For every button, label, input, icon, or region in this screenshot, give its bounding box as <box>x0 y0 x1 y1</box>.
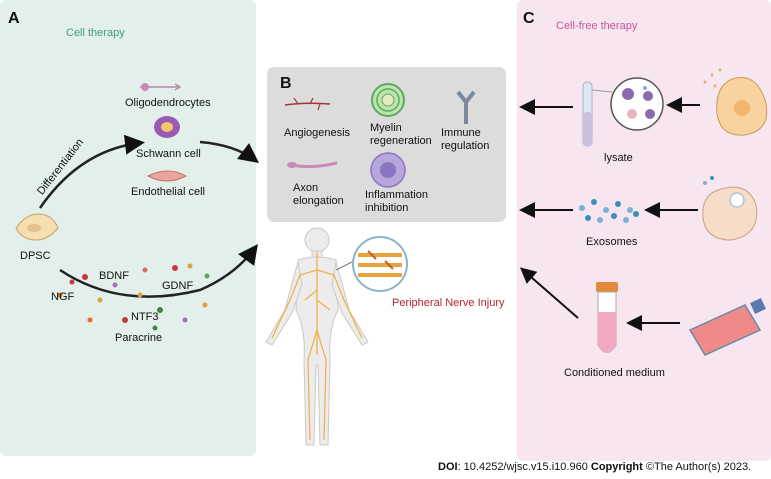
lysed-cell-icon <box>703 68 768 136</box>
exosomes-dots-icon <box>579 199 639 223</box>
lysate-label: lysate <box>604 152 633 164</box>
peripheral-nerve-injury-label: Peripheral Nerve Injury <box>392 297 505 309</box>
doi-value: : 10.4252/wjsc.v15.i10.960 <box>457 461 591 473</box>
paracrine-arrow <box>59 243 258 298</box>
dpsc-label: DPSC <box>20 250 51 262</box>
copyright-label: Copyright <box>590 461 643 473</box>
bdnf-label: BDNF <box>99 270 129 282</box>
schwann-to-b-arrow <box>199 140 260 163</box>
lysate-magnifier-icon <box>591 77 664 131</box>
immune-regulation-label: Immune regulation <box>441 127 490 152</box>
panel-b-letter: B <box>280 75 292 92</box>
nerve-lines <box>271 252 363 441</box>
paracrine-label: Paracrine <box>115 332 163 344</box>
immune-regulation-icon <box>456 90 476 124</box>
ntf3-label: NTF3 <box>131 311 159 323</box>
inflammation-inhibition-label: Inflammation inhibition <box>365 189 428 214</box>
myelin-regeneration-label: Myelin regeneration <box>370 122 432 147</box>
panel-a-letter: A <box>8 10 20 27</box>
oligodendrocytes-label: Oligodendrocytes <box>125 97 211 109</box>
differentiation-arrow <box>38 134 145 209</box>
endothelial-cell-icon <box>146 170 188 182</box>
angiogenesis-icon <box>284 97 331 111</box>
axon-elongation-label: Axon elongation <box>293 182 344 207</box>
panel-a-title: Cell therapy <box>66 27 125 39</box>
paracrine-factors-dots <box>57 263 210 331</box>
panel-c-letter: C <box>523 10 535 27</box>
exosome-secreting-cell-icon <box>702 176 758 241</box>
footer-citation: DOI: 10.4252/wjsc.v15.i10.960 Copyright … <box>438 461 751 473</box>
culture-flask-icon <box>688 298 766 356</box>
dpsc-cell-icon <box>15 213 59 241</box>
endothelial-cell-label: Endothelial cell <box>131 186 205 198</box>
lysate-tube-icon <box>582 81 593 147</box>
angiogenesis-label: Angiogenesis <box>284 127 351 139</box>
nerve-magnifier-icon <box>335 236 408 292</box>
oligodendrocyte-icon <box>140 83 182 91</box>
myelin-icon <box>371 83 405 117</box>
exosomes-label: Exosomes <box>586 236 638 248</box>
medium-to-b-arrow <box>519 267 579 319</box>
schwann-cell-label: Schwann cell <box>136 148 201 160</box>
schwann-cell-icon <box>154 116 180 138</box>
gdnf-label: GDNF <box>162 280 194 292</box>
axon-icon <box>287 161 338 169</box>
doi-label: DOI <box>438 461 458 473</box>
panel-c-title: Cell-free therapy <box>556 20 638 32</box>
conditioned-medium-tube-icon <box>596 282 618 353</box>
conditioned-medium-label: Conditioned medium <box>564 367 665 379</box>
copyright-value: ©The Author(s) 2023. <box>642 461 752 473</box>
ngf-label: NGF <box>51 291 75 303</box>
inflammation-icon <box>370 152 406 188</box>
